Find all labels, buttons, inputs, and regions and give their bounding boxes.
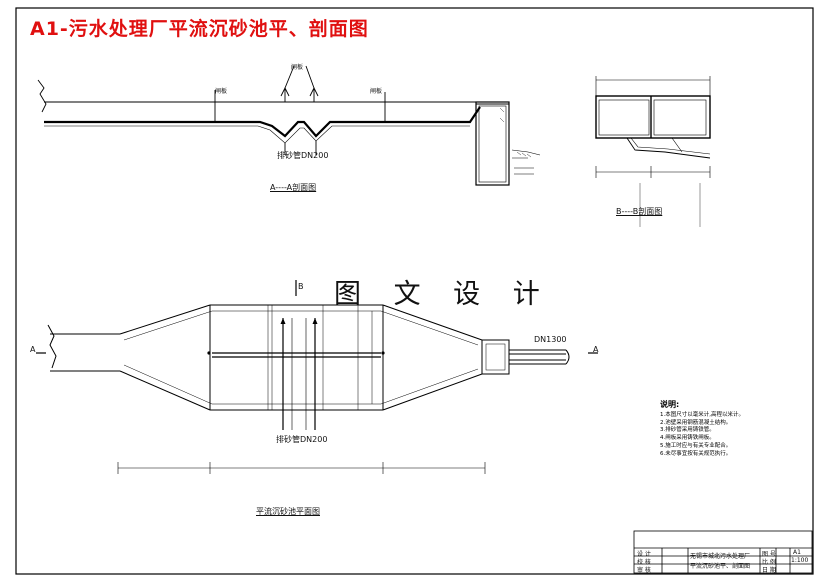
note-item: 1.本图尺寸以毫米计,高程以米计。 — [660, 412, 744, 418]
section-mark-a-right: A — [593, 345, 599, 354]
approver-label: 审 核 — [637, 567, 651, 574]
note-item: 5.施工时应与有关专业配合。 — [660, 442, 732, 449]
gate-left-label: 闸板 — [215, 88, 228, 95]
scale-label: 比 例 — [762, 559, 776, 566]
section-aa-hatch — [499, 107, 532, 158]
designer-label: 设 计 — [637, 551, 651, 558]
sheet-number: A1 — [793, 549, 801, 556]
gate-right-label: 闸板 — [370, 88, 383, 95]
plan-caption: 平流沉砂池平面图 — [256, 507, 320, 516]
gate-top-label: 闸板 — [291, 64, 304, 71]
note-item: 2.池壁采用钢筋混凝土结构。 — [660, 419, 732, 426]
outlet-pipe-label: DN1300 — [534, 335, 567, 344]
section-aa-pipe-label: 排砂管DN200 — [277, 151, 329, 160]
section-aa-caption: A----A剖面图 — [270, 183, 317, 192]
section-mark-a-left: A — [30, 345, 36, 354]
date-label: 日 期 — [762, 567, 776, 574]
plan-pipe-label: 排砂管DN200 — [276, 435, 328, 444]
title-block-frame — [633, 530, 813, 574]
drawing-title: A1-污水处理厂平流沉砂池平、剖面图 — [30, 18, 369, 40]
section-mark-b: B — [298, 282, 304, 291]
scale-value: 1:100 — [791, 557, 809, 564]
drawing-name: 平流沉砂池平、剖面图 — [690, 563, 751, 570]
plan-pipe-arrows — [207, 318, 385, 355]
title-block: 设 计 校 核 审 核 无锡市城北污水处理厂 平流沉砂池平、剖面图 图 号 A1… — [634, 531, 812, 574]
note-item: 4.闸板采用铸铁闸板。 — [660, 435, 715, 442]
sheet-border — [15, 7, 814, 575]
note-item: 6.未尽事宜按有关规范执行。 — [660, 450, 732, 457]
watermark-text: 图 文 设 计 — [334, 279, 552, 310]
note-item: 3.排砂管采用铸铁管。 — [660, 427, 715, 434]
project-name: 无锡市城北污水处理厂 — [690, 553, 751, 560]
plan-view — [36, 280, 598, 474]
notes-heading: 说明: — [660, 400, 680, 409]
section-bb-view — [595, 76, 711, 227]
design-notes: 说明: 1.本图尺寸以毫米计,高程以米计。 2.池壁采用钢筋混凝土结构。 3.排… — [660, 399, 810, 458]
section-bb-caption: B----B剖面图 — [616, 207, 663, 216]
section-aa-view — [37, 65, 541, 186]
sheet-label: 图 号 — [762, 551, 776, 558]
checker-label: 校 核 — [637, 559, 651, 566]
